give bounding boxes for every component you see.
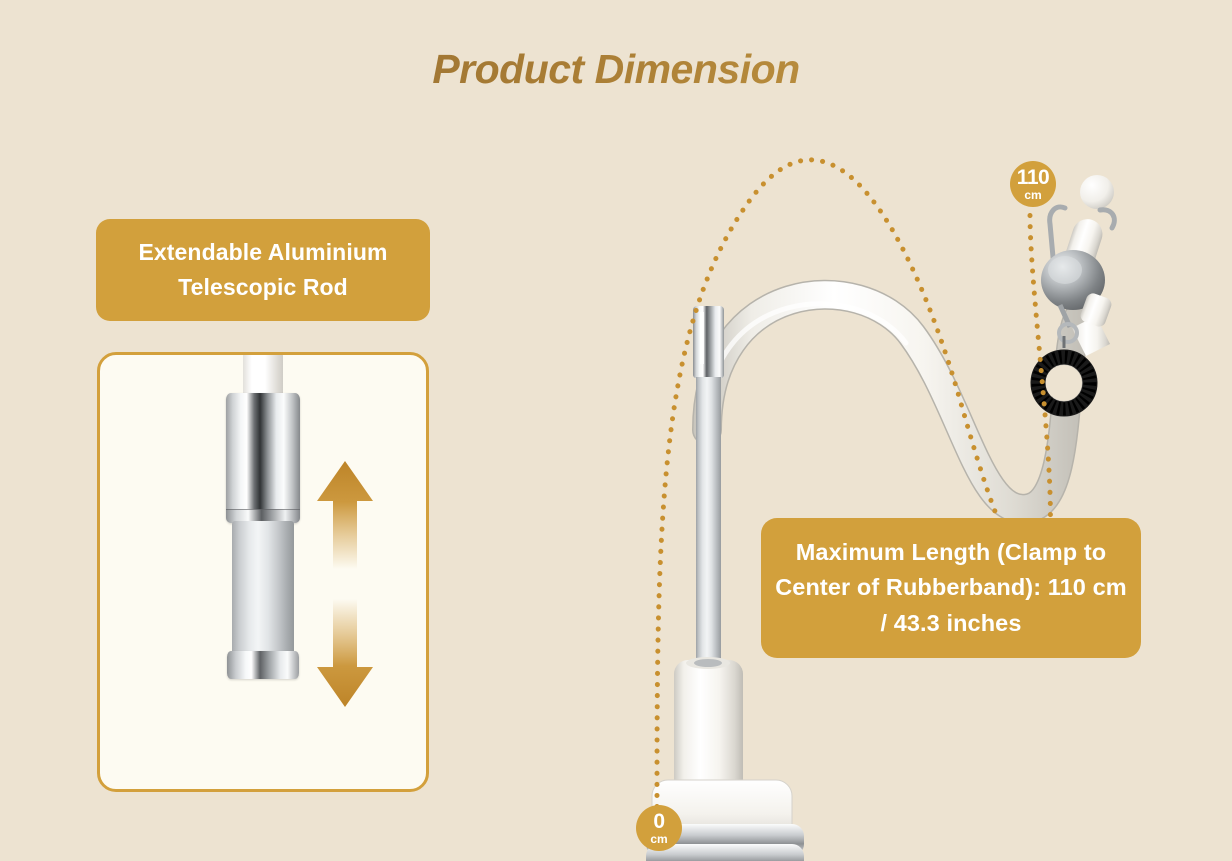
product-photo-gooseneck-stand	[646, 175, 1117, 861]
base-housing	[674, 660, 743, 806]
retract-down-arrow	[317, 599, 373, 707]
rod-photo-panel	[97, 352, 429, 792]
base-housing-inner-ring	[694, 659, 722, 667]
gooseneck-tube	[693, 281, 1094, 523]
label-telescopic-rod: Extendable Aluminium Telescopic Rod	[96, 219, 430, 321]
rod-white-top-segment	[243, 355, 283, 399]
retractor-highlight	[1048, 256, 1082, 284]
page-title: Product Dimension	[0, 46, 1232, 93]
badge-110cm-unit: cm	[1024, 188, 1042, 202]
badge-0cm-unit: cm	[650, 832, 668, 846]
rod-chrome-collar-upper	[226, 393, 300, 523]
badge-110cm: 110 cm	[1010, 161, 1056, 207]
aluminium-rod	[696, 377, 721, 667]
clip-hook-right	[1097, 207, 1117, 231]
head-lower-collar	[1080, 293, 1112, 327]
extend-up-arrow	[317, 461, 373, 569]
badge-0cm: 0 cm	[636, 805, 682, 851]
dotted-measurement-line	[654, 157, 1053, 843]
clamp-lower-jaw	[646, 844, 804, 861]
retractor-ring	[1057, 322, 1079, 344]
rod-chrome-collar-lower	[227, 651, 299, 679]
rod-aluminium-lower	[230, 677, 296, 789]
rod-aluminium-middle	[232, 521, 294, 654]
badge-110cm-value: 110	[1016, 166, 1050, 189]
white-ball-tip	[1080, 175, 1114, 209]
label-maximum-length: Maximum Length (Clamp to Center of Rubbe…	[761, 518, 1141, 658]
rod-chrome-collar-ring	[693, 365, 724, 378]
collar-highlight	[700, 312, 704, 364]
black-coil-rubberband	[1030, 336, 1098, 417]
badge-0cm-value: 0	[653, 810, 665, 833]
clip-hook-left	[1047, 204, 1068, 271]
